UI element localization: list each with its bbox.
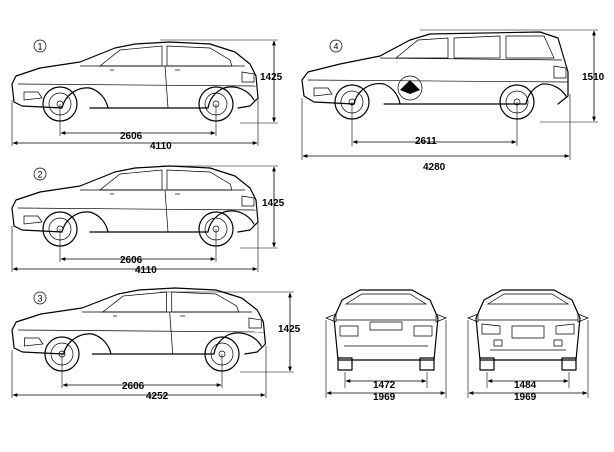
variant-1-height: 1425 [260,72,283,83]
variant-3-length: 4252 [146,391,169,402]
variant-2-label: 2 [37,170,42,180]
variant-4-height: 1510 [582,72,605,83]
rear-width: 1969 [373,392,396,403]
variant-4-badge [329,39,343,53]
rear-track: 1472 [373,380,396,391]
variant-3-side-view: 3 1425 2606 4252 [11,287,301,402]
variant-1-length: 4110 [150,141,172,152]
emblem-icon [397,75,423,101]
variant-2-side-view: 2 1425 2606 4110 [11,165,285,276]
variant-3-label: 3 [37,294,42,304]
variant-3-height: 1425 [278,324,301,335]
variant-2-length: 4110 [135,265,157,276]
variant-4-wheelbase: 2611 [415,136,437,147]
variant-1-wheelbase: 2606 [120,131,143,142]
front-track: 1484 [514,380,537,391]
variant-4-side-view: 4 1510 2611 4280 [301,29,605,173]
variant-2-wheelbase: 2606 [120,255,143,266]
variant-3-badge [33,291,47,305]
variant-1-badge [33,39,47,53]
variant-2-badge [33,167,47,181]
front-width: 1969 [514,392,537,403]
variant-4-label: 4 [333,42,338,52]
front-view: 1484 1969 [467,289,589,403]
variant-2-height: 1425 [262,198,285,209]
rear-view: 1472 1969 [325,289,447,403]
variant-1-side-view: 1 1425 2606 4110 [11,39,283,152]
variant-1-label: 1 [37,42,42,52]
variant-3-wheelbase: 2606 [122,381,145,392]
variant-4-length: 4280 [423,162,446,173]
